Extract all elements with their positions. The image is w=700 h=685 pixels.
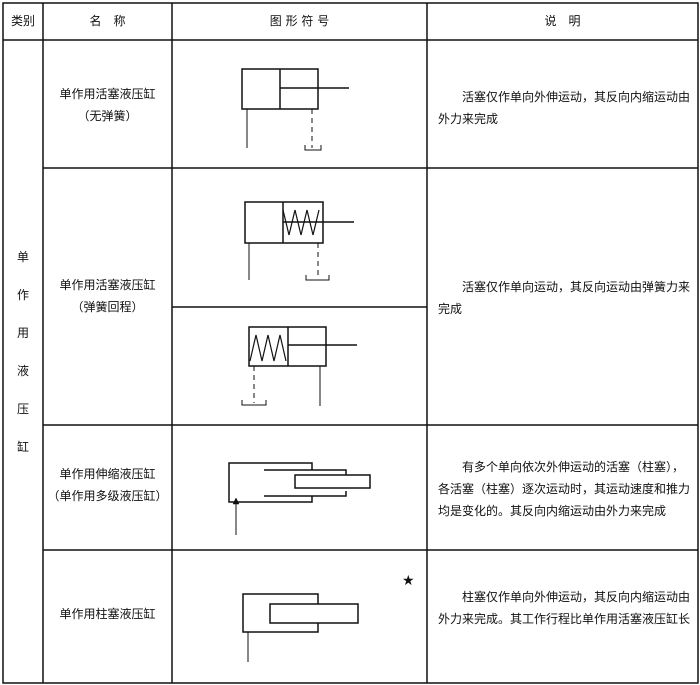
category-char: 液 (16, 364, 29, 378)
symbol-spring-return-piston-b (241, 326, 357, 406)
category-char: 单 (16, 250, 29, 264)
row-name: 单作用柱塞液压缸 (59, 607, 156, 621)
category-label: 单 作 用 液 压 缸 (3, 238, 43, 466)
category-char: 作 (16, 288, 29, 302)
symbol-single-acting-piston-no-spring (241, 68, 349, 151)
category-char: 压 (16, 402, 29, 416)
row-name-note: （无弹簧） (77, 109, 138, 123)
row-description: 活塞仅作单向运动，其反向运动由弹簧力来完成 (438, 280, 691, 316)
row-name: 单作用活塞液压缸 (59, 278, 156, 292)
row-name: 单作用活塞液压缸 (59, 87, 156, 101)
category-char: 缸 (16, 440, 29, 454)
row-description: 活塞仅作单向外伸运动，其反向内缩运动由外力来完成 (438, 90, 691, 126)
symbol-telescopic-cylinder (228, 462, 371, 535)
header-symbol: 图 形 符 号 (269, 14, 330, 28)
row-description: 柱塞仅作单向外伸运动，其反向内缩运动由外力来完成。其工作行程比单作用活塞液压缸长 (438, 590, 691, 626)
header-category: 类别 (10, 14, 35, 28)
header-description: 说 明 (544, 14, 581, 28)
symbol-plunger-cylinder (242, 593, 359, 662)
category-char: 用 (16, 326, 29, 340)
row-name-note: （弹簧回程） (71, 300, 144, 314)
row-description: 有多个单向依次外伸运动的活塞（柱塞），各活塞（柱塞）逐次运动时，其运动速度和推力… (438, 460, 691, 518)
symbol-spring-return-piston-a (244, 201, 354, 281)
star-mark: ★ (402, 573, 415, 589)
header-name: 名 称 (89, 14, 126, 28)
row-name-note: （单作用多级液压缸） (47, 489, 168, 503)
row-name: 单作用伸缩液压缸 (59, 467, 156, 481)
